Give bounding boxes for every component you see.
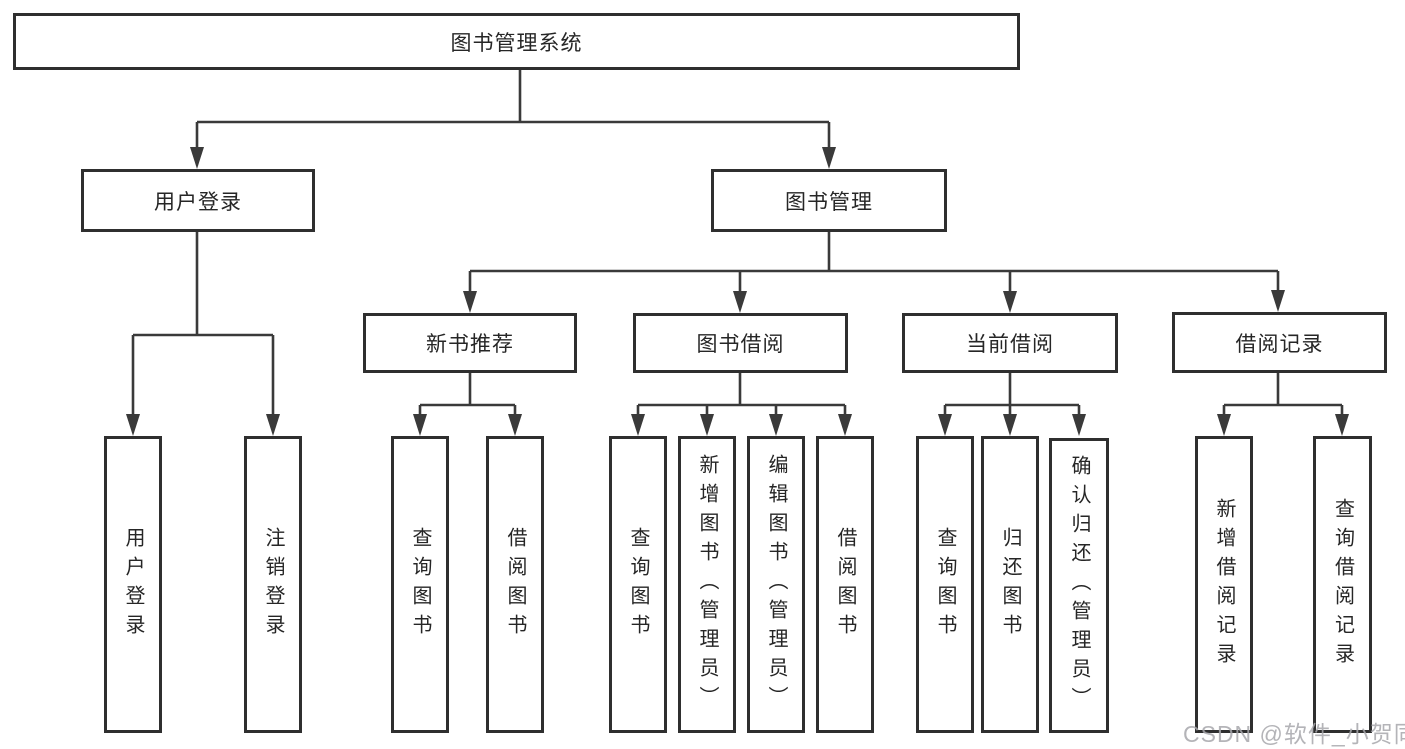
leaf-return-book: 归还图书 xyxy=(981,436,1039,733)
node-user-login-label: 用户登录 xyxy=(154,190,242,214)
arrowheads xyxy=(126,147,1349,436)
leaf-user-login: 用户登录 xyxy=(104,436,162,733)
leaf-borrowing-borrow-books: 借阅图书 xyxy=(816,436,874,733)
node-root-label: 图书管理系统 xyxy=(450,31,583,55)
leaf-current-query-books: 查询图书 xyxy=(916,436,974,733)
leaf-query-borrow-record: 查询借阅记录 xyxy=(1313,436,1372,733)
node-root: 图书管理系统 xyxy=(13,13,1020,70)
node-borrowing-records-label: 借阅记录 xyxy=(1235,332,1324,356)
node-book-borrowing-label: 图书借阅 xyxy=(696,333,785,356)
leaf-recommend-query-books: 查询图书 xyxy=(391,436,449,733)
node-new-book-recommend-label: 新书推荐 xyxy=(426,333,514,356)
leaf-confirm-return-admin: 确认归还（管理员） xyxy=(1049,438,1109,733)
node-book-management: 图书管理 xyxy=(711,169,947,232)
node-user-login: 用户登录 xyxy=(81,169,315,232)
node-current-borrowing-label: 当前借阅 xyxy=(966,333,1054,356)
node-book-management-label: 图书管理 xyxy=(785,190,873,214)
leaf-add-book-admin: 新增图书（管理员） xyxy=(678,436,736,733)
leaf-logout: 注销登录 xyxy=(244,436,302,733)
leaf-borrowing-query-books: 查询图书 xyxy=(609,436,667,733)
node-borrowing-records: 借阅记录 xyxy=(1172,312,1387,373)
node-book-borrowing: 图书借阅 xyxy=(633,313,848,373)
leaf-add-borrow-record: 新增借阅记录 xyxy=(1195,436,1253,733)
node-new-book-recommend: 新书推荐 xyxy=(363,313,577,373)
leaf-recommend-borrow-books: 借阅图书 xyxy=(486,436,544,733)
leaf-edit-book-admin: 编辑图书（管理员） xyxy=(747,436,805,733)
node-current-borrowing: 当前借阅 xyxy=(902,313,1118,373)
